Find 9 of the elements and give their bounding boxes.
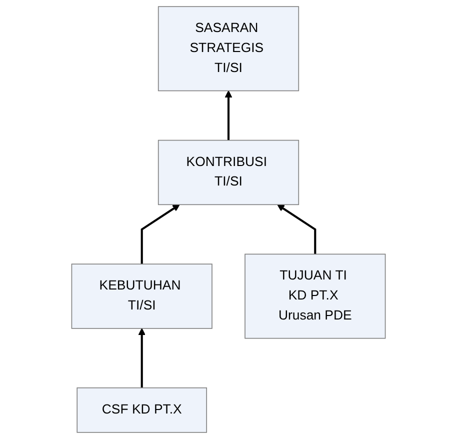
arrow — [224, 90, 232, 140]
node-box: CSF KD PT.X — [76, 387, 207, 433]
arrow — [140, 204, 180, 264]
arrow — [138, 328, 146, 388]
node-box: SASARAN STRATEGIS TI/SI — [158, 6, 300, 92]
arrow — [277, 204, 316, 254]
node-box: TUJUAN TI KD PT.X Urusan PDE — [244, 254, 386, 339]
node-box: KONTRIBUSI TI/SI — [158, 140, 300, 206]
node-box: KEBUTUHAN TI/SI — [71, 264, 212, 329]
